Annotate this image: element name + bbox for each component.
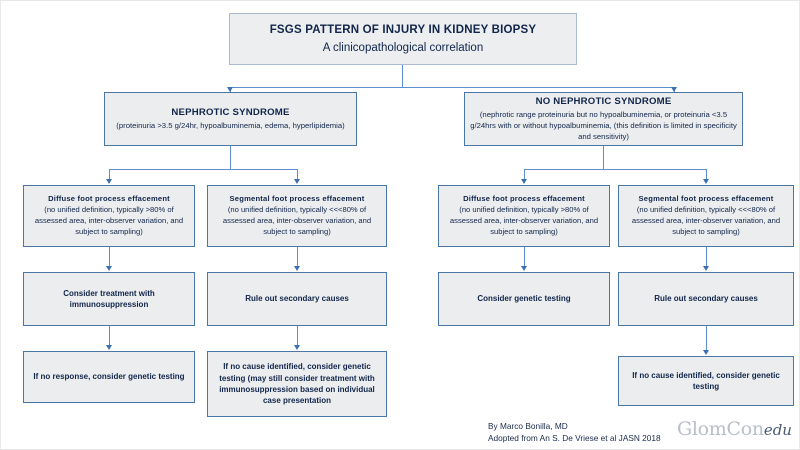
node-ns-segmental-action: Rule out secondary causes [207,272,387,326]
connector-nns-to-diffuse [524,169,525,180]
node-nns-segmental-effacement-title: Segmental foot process effacement [638,194,774,204]
arrow-l4b-to-l5b [293,345,300,350]
arrow-to-nephrotic [226,87,233,92]
connector-l3c-to-l4c [524,247,525,267]
node-ns-diffuse-effacement: Diffuse foot process effacement (no unif… [23,185,195,247]
arrow-l3a-to-l4a [105,266,112,271]
connector-l3a-to-l4a [109,247,110,267]
connector-ns-to-segmental [297,169,298,180]
node-nns-diffuse-effacement-detail: (no unified definition, typically >80% o… [449,205,599,236]
connector-title-stem [402,65,403,87]
node-ns-diffuse-effacement-detail: (no unified definition, typically >80% o… [34,205,184,236]
arrow-to-no-nephrotic [670,87,677,92]
node-nns-diffuse-action: Consider genetic testing [438,272,610,326]
arrow-l3d-to-l4d [702,266,709,271]
node-nns-segmental-action: Rule out secondary causes [618,272,794,326]
node-nns-segmental-effacement-detail: (no unified definition, typically <<<80%… [631,205,781,236]
node-nns-diffuse-effacement: Diffuse foot process effacement (no unif… [438,185,610,247]
node-nephrotic-syndrome-detail: (proteinuria >3.5 g/24hr, hypoalbuminemi… [116,120,345,130]
node-ns-segmental-followup: If no cause identified, consider genetic… [207,351,387,417]
arrow-l4a-to-l5a [105,345,112,350]
chart-title-box: FSGS PATTERN OF INJURY IN KIDNEY BIOPSY … [229,13,577,65]
arrow-l3c-to-l4c [520,266,527,271]
node-ns-segmental-effacement: Segmental foot process effacement (no un… [207,185,387,247]
connector-ns-bus [109,169,297,170]
connector-nns-bus [524,169,706,170]
glomcon-logo-suffix: edu [763,421,792,439]
connector-nns-stem [603,146,604,169]
connector-l4d-to-l5d [706,326,707,351]
node-ns-segmental-effacement-title: Segmental foot process effacement [229,194,365,204]
node-ns-diffuse-effacement-title: Diffuse foot process effacement [48,194,170,204]
connector-nns-to-segmental [706,169,707,180]
node-ns-segmental-effacement-detail: (no unified definition, typically <<<80%… [222,205,372,236]
arrow-nns-to-segmental [702,179,709,184]
connector-ns-stem [230,146,231,169]
arrow-l3b-to-l4b [293,266,300,271]
glomcon-logo: GlomConedu [677,418,792,440]
arrow-nns-to-diffuse [520,179,527,184]
node-nephrotic-syndrome: NEPHROTIC SYNDROME (proteinuria >3.5 g/2… [104,92,357,146]
connector-l4a-to-l5a [109,326,110,346]
node-ns-diffuse-action: Consider treatment with immunosuppressio… [23,272,195,326]
credits: By Marco Bonilla, MD Adopted from An S. … [488,420,661,444]
arrow-ns-to-segmental [293,179,300,184]
chart-subtitle: A clinicopathological correlation [322,42,484,54]
credits-source: Adopted from An S. De Vriese et al JASN … [488,433,661,444]
arrow-l4d-to-l5d [702,350,709,355]
node-nns-diffuse-effacement-title: Diffuse foot process effacement [463,194,585,204]
connector-l3d-to-l4d [706,247,707,267]
node-nns-segmental-effacement: Segmental foot process effacement (no un… [618,185,794,247]
node-nephrotic-syndrome-title: NEPHROTIC SYNDROME [171,107,290,119]
arrow-ns-to-diffuse [105,179,112,184]
node-nns-segmental-followup: If no cause identified, consider genetic… [618,356,794,406]
chart-title: FSGS PATTERN OF INJURY IN KIDNEY BIOPSY [269,23,537,36]
credits-author: By Marco Bonilla, MD [488,421,568,431]
connector-l3b-to-l4b [297,247,298,267]
connector-title-bus [230,87,674,88]
node-no-nephrotic-syndrome-detail: (nephrotic range proteinuria but no hypo… [470,109,737,141]
glomcon-logo-main: GlomCon [677,418,764,440]
node-no-nephrotic-syndrome-title: NO NEPHROTIC SYNDROME [535,96,672,108]
node-ns-diffuse-followup: If no response, consider genetic testing [23,351,195,403]
connector-ns-to-diffuse [109,169,110,180]
node-no-nephrotic-syndrome: NO NEPHROTIC SYNDROME (nephrotic range p… [464,92,743,146]
connector-l4b-to-l5b [297,326,298,346]
